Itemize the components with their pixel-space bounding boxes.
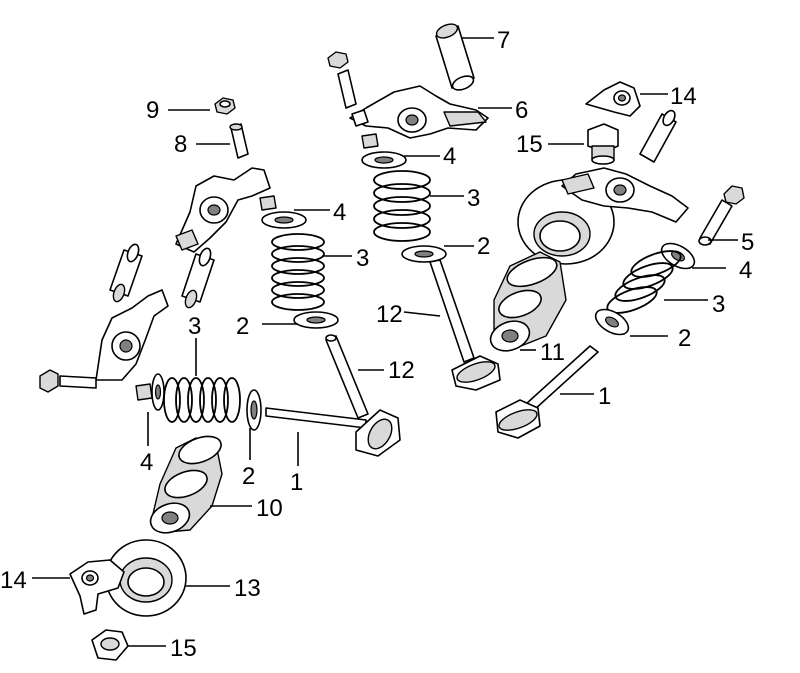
part-follower-fork-14-upper	[585, 81, 641, 117]
part-spring-seat-2-right	[594, 308, 630, 336]
callout-2: 2	[236, 313, 249, 340]
part-retainer-left	[135, 373, 165, 411]
callout-4: 4	[443, 143, 456, 170]
callout-3: 3	[188, 313, 201, 340]
callout-6: 6	[515, 97, 528, 124]
callout-15: 15	[516, 131, 543, 158]
part-valve-1-right	[495, 345, 599, 439]
part-rocker-shaft-7	[435, 23, 475, 91]
callout-7: 7	[497, 27, 510, 54]
part-follower-fork-14-lower	[69, 559, 125, 615]
callout-12: 12	[388, 357, 415, 384]
part-valve-12-upper	[429, 259, 501, 391]
part-adjuster-screw-8	[229, 123, 249, 159]
part-rocker-arm-left-lower	[95, 289, 169, 381]
part-valve-12-middle	[325, 334, 369, 419]
part-bolt-15-upper	[587, 123, 619, 165]
part-nut-9	[214, 97, 236, 115]
part-nut-lower-left	[39, 369, 97, 393]
callout-3: 3	[467, 185, 480, 212]
part-pin-left-a	[109, 243, 143, 303]
callout-5: 5	[741, 229, 754, 256]
callout-2: 2	[477, 233, 490, 260]
part-spring-seat-2-upper	[401, 245, 447, 263]
callout-15: 15	[170, 635, 197, 662]
part-camshaft-10	[149, 435, 223, 534]
callout-11: 11	[540, 339, 565, 366]
part-nut-upper-center	[327, 51, 357, 109]
part-rocker-arm-left-upper	[175, 167, 271, 253]
part-retainer-4-upper	[361, 133, 407, 169]
part-camshaft-11	[489, 251, 567, 352]
callout-8: 8	[174, 131, 187, 158]
callout-1: 1	[598, 383, 611, 410]
callout-12: 12	[376, 301, 403, 328]
part-valve-spring-3-left	[163, 377, 241, 423]
part-pin-left-b	[181, 247, 215, 309]
callout-2: 2	[242, 463, 255, 490]
part-retainer-4-middle	[259, 195, 307, 229]
callout-3: 3	[356, 245, 369, 272]
callout-14: 14	[0, 567, 27, 594]
callout-3: 3	[712, 291, 725, 318]
callout-numbers: 7 14 9 6 8 15 4 3 4 2 5 3 4 3 12 2 3 2 1…	[0, 27, 754, 662]
callout-4: 4	[140, 449, 153, 476]
callout-13: 13	[234, 575, 261, 602]
callout-9: 9	[146, 97, 159, 124]
part-valve-spring-3-middle	[271, 233, 325, 311]
part-spring-seat-2-middle	[293, 311, 339, 329]
part-shaft-right	[639, 109, 677, 163]
part-rocker-arm-right	[561, 167, 689, 223]
part-rocker-arm-6	[349, 85, 489, 139]
callout-4: 4	[333, 199, 346, 226]
callout-1: 1	[290, 469, 303, 496]
part-cam-holder-13-lower	[105, 539, 187, 617]
part-valve-spring-3-upper	[373, 170, 431, 242]
part-valve-1-left	[265, 407, 401, 457]
callout-10: 10	[256, 495, 283, 522]
part-bolt-15-lower	[91, 629, 129, 661]
callout-4: 4	[739, 257, 752, 284]
leader-lines	[32, 37, 738, 647]
part-valve-spring-3-right	[606, 250, 682, 314]
part-adjuster-5	[698, 185, 745, 246]
part-spring-seat-2-left	[246, 389, 262, 431]
callout-2: 2	[678, 325, 691, 352]
callout-14: 14	[670, 83, 697, 110]
